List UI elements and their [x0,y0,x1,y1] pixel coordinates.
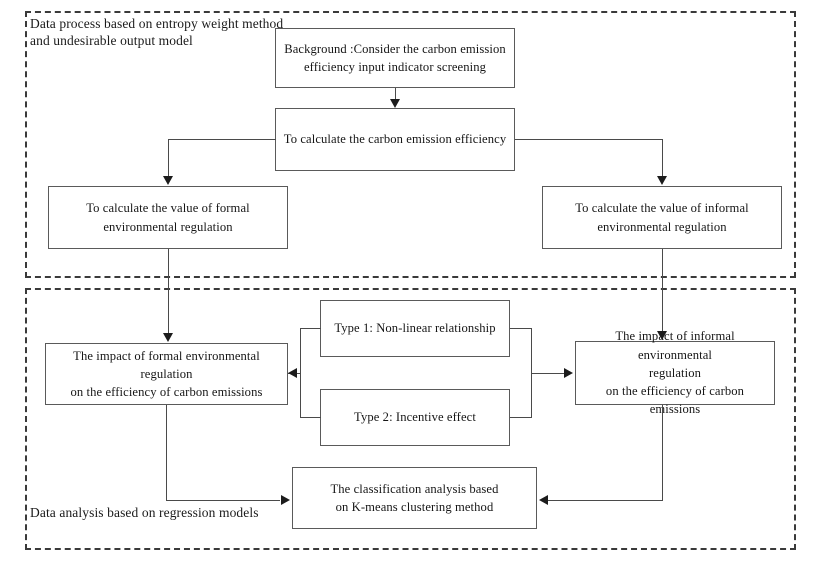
node-carbon-efficiency-text: To calculate the carbon emission efficie… [283,132,507,147]
connector-type1-right-h [510,328,531,329]
node-informal-value[interactable]: To calculate the value of informal envir… [542,186,782,249]
group-data-analysis-label: Data analysis based on regression models [30,505,259,520]
node-classification[interactable]: The classification analysis based on K-m… [292,467,537,529]
arrowhead-formal-value-top [163,176,173,185]
node-background[interactable]: Background :Consider the carbon emission… [275,28,515,88]
node-formal-impact-text: The impact of formal environmental regul… [70,348,263,400]
connector-formal-impact-down [166,405,167,501]
connector-efficiency-right-h [515,139,663,140]
connector-efficiency-right-v [662,139,663,177]
arrowhead-formal-impact-right [288,368,297,378]
node-informal-impact[interactable]: The impact of informal environmental reg… [575,329,775,416]
node-type-2[interactable]: Type 2: Incentive effect [320,389,510,446]
arrowhead-classification-right [539,495,548,505]
node-type-2-text: Type 2: Incentive effect [354,410,476,425]
node-type-1[interactable]: Type 1: Non-linear relationship [320,300,510,357]
node-formal-value[interactable]: To calculate the value of formal environ… [48,186,288,249]
connector-informal-impact-to-classification [548,500,663,501]
node-background-text: Background :Consider the carbon emission… [284,41,506,74]
arrowhead-classification-left [281,495,290,505]
connector-background-to-efficiency [395,88,396,101]
arrowhead-informal-value-top [657,176,667,185]
node-informal-value-text: To calculate the value of informal envir… [575,201,749,234]
connector-type-right-to-informal [531,373,565,374]
arrowhead-informal-impact-left [564,368,573,378]
connector-efficiency-left-h [168,139,276,140]
group-data-process-label: Data process based on entropy weight met… [30,16,284,48]
node-classification-text: The classification analysis based on K-m… [330,481,499,514]
connector-type2-right-h [510,417,531,418]
node-carbon-efficiency[interactable]: To calculate the carbon emission efficie… [275,108,515,171]
node-informal-impact-text: The impact of informal environmental reg… [605,329,745,417]
group-data-process [25,11,796,278]
node-formal-impact[interactable]: The impact of formal environmental regul… [45,343,288,405]
group-data-analysis [25,288,796,550]
connector-type2-left-h [300,417,321,418]
node-formal-value-text: To calculate the value of formal environ… [86,201,250,234]
connector-formal-value-to-impact [168,249,169,334]
connector-formal-impact-to-classification [166,500,280,501]
arrowhead-informal-impact-top [657,331,667,340]
connector-efficiency-left-v [168,139,169,177]
node-type-1-text: Type 1: Non-linear relationship [334,321,496,336]
arrowhead-efficiency-top [390,99,400,108]
connector-informal-value-to-impact [662,249,663,332]
arrowhead-formal-impact-top [163,333,173,342]
connector-type1-left-h [300,328,321,329]
connector-informal-impact-down [662,405,663,501]
